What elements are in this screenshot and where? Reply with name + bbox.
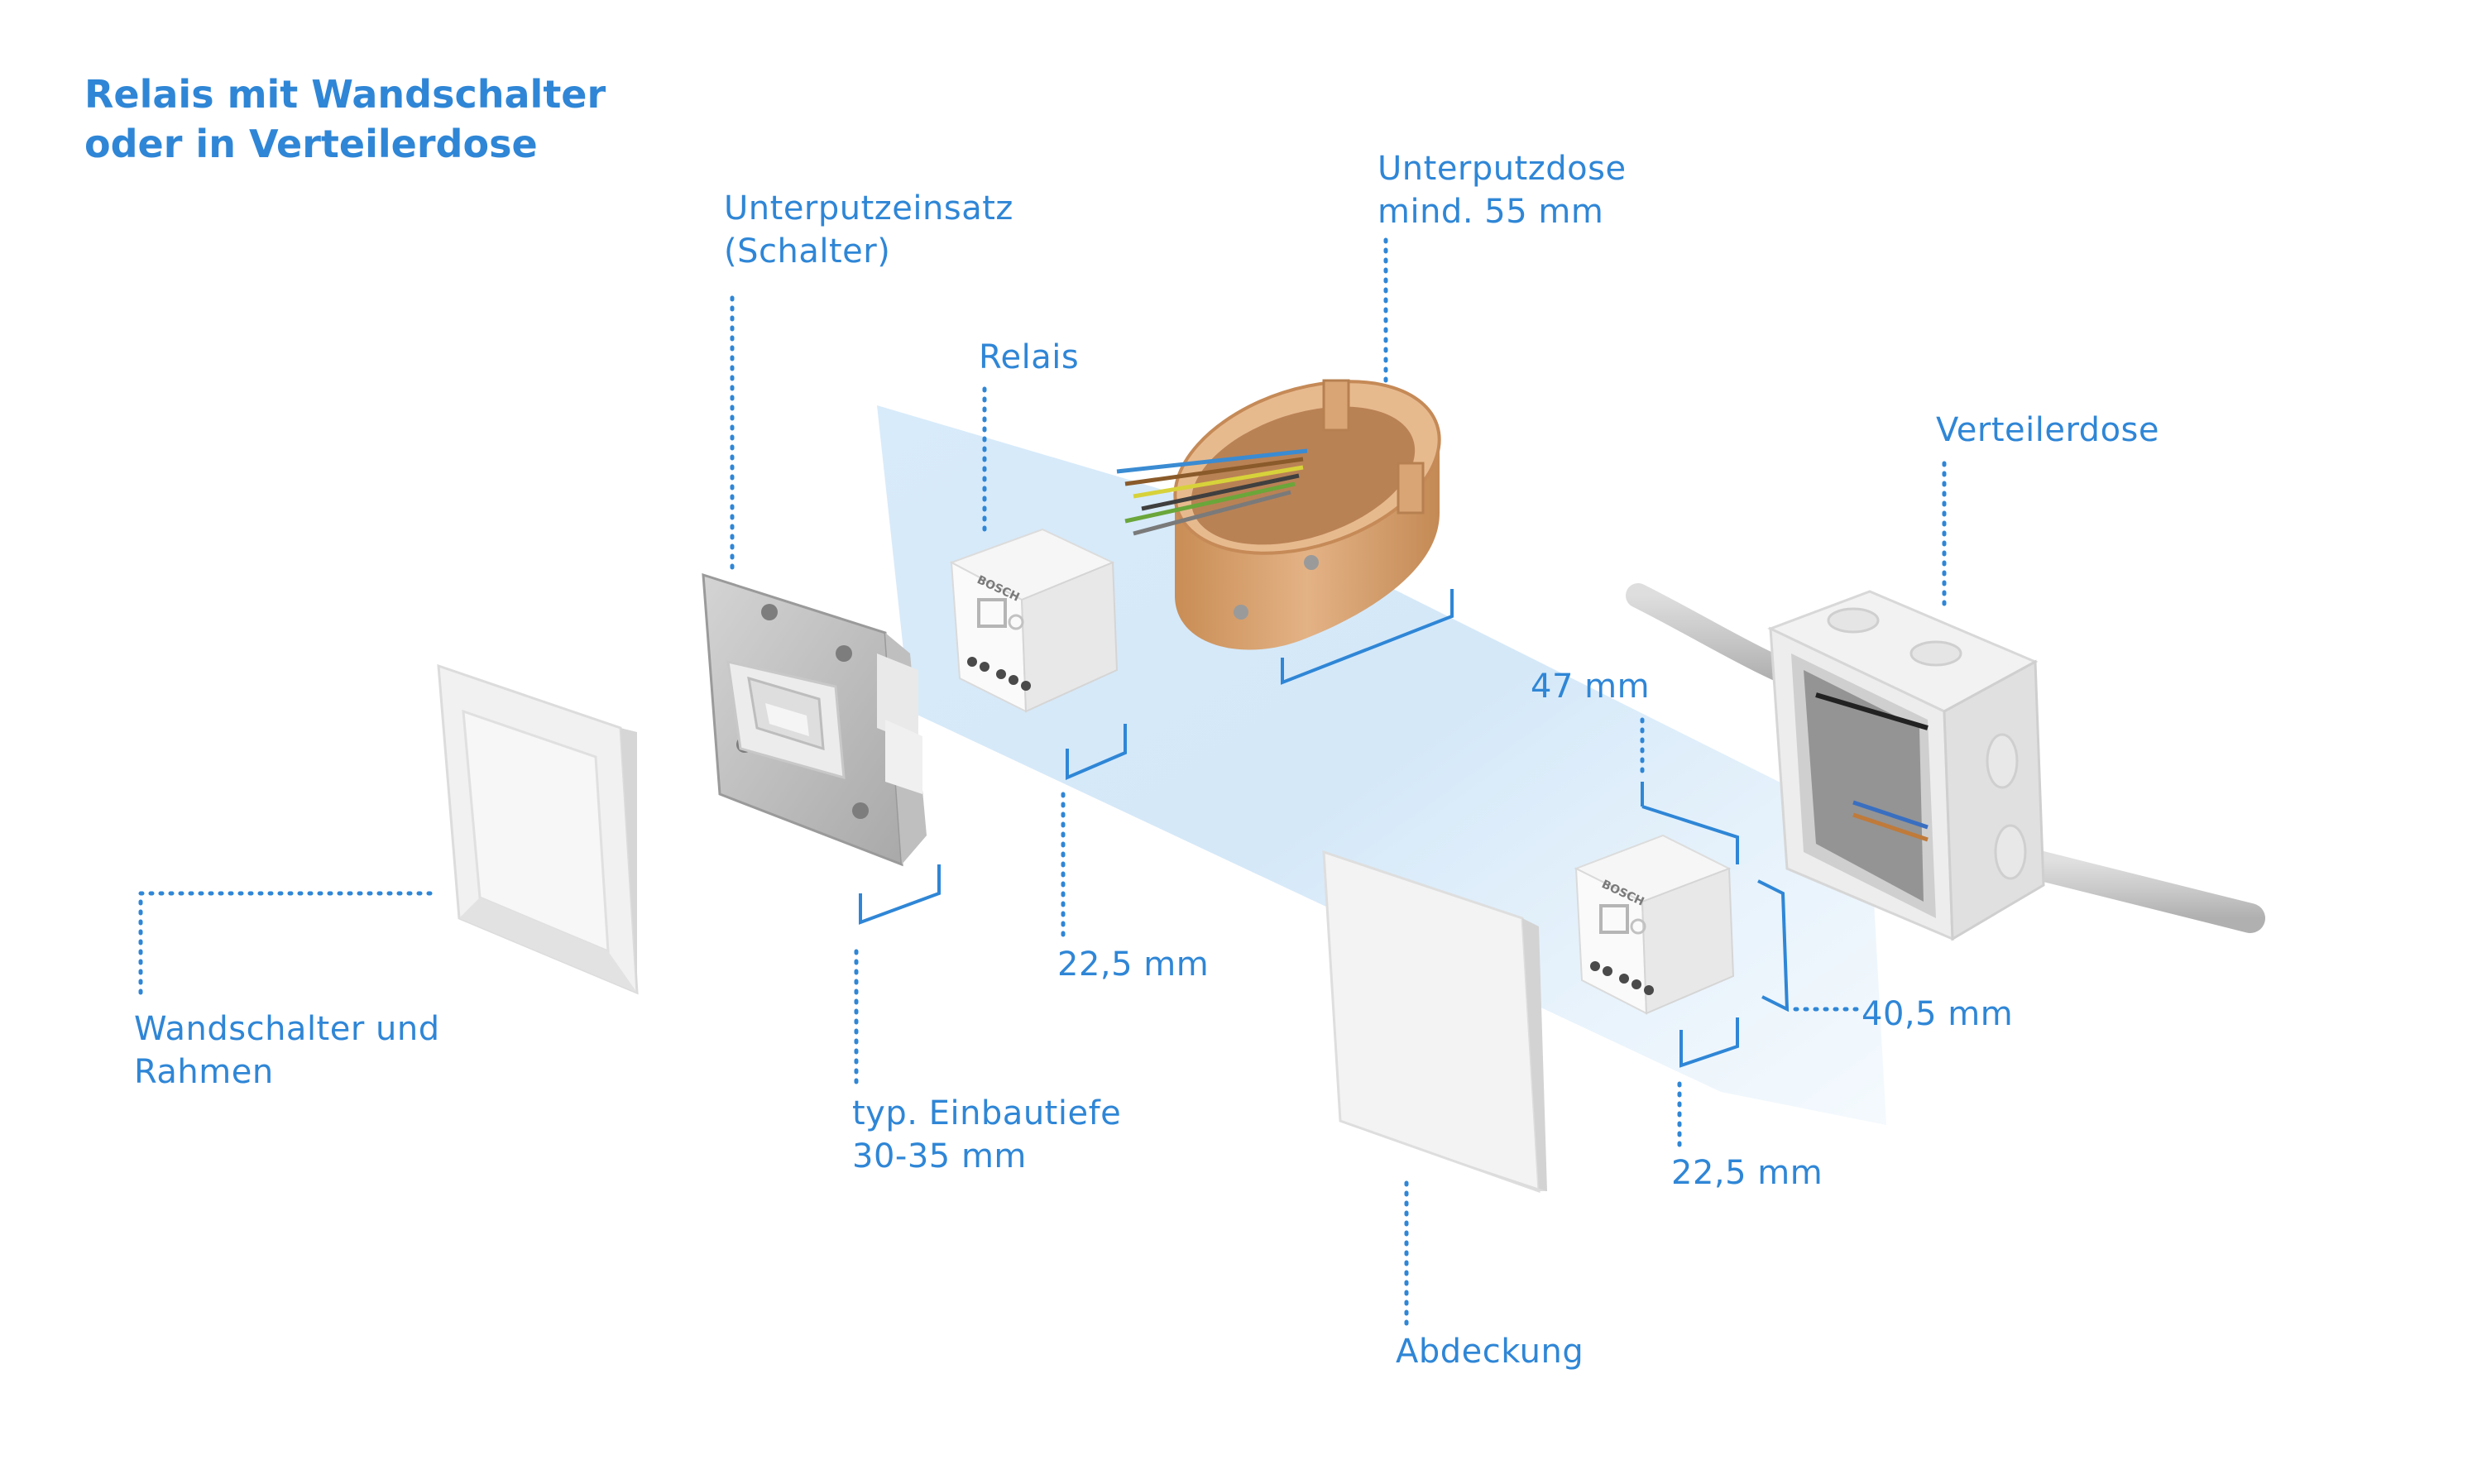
relay-module-2-graphic: BOSCH [1574, 834, 1735, 1015]
bracket-relais-depth [1066, 724, 1127, 781]
wall-switch-graphic [437, 663, 639, 995]
label-22mm-2: 22,5 mm [1671, 1154, 1823, 1192]
label-wandschalter: Wandschalter und Rahmen [134, 1010, 440, 1091]
label-relais: Relais [979, 338, 1080, 376]
label-relais-depth: 22,5 mm [1057, 945, 1210, 984]
dimension-brackets [859, 589, 1790, 1068]
cover-plate-graphic [1322, 850, 1547, 1194]
label-verteilerdose: Verteilerdose [1936, 411, 2159, 449]
label-unterputzdose: Unterputzdose mind. 55 mm [1378, 150, 1627, 231]
title-line-1: Relais mit Wandschalter [84, 72, 606, 117]
bracket-40mm [1757, 879, 1790, 1012]
label-47mm: 47 mm [1531, 668, 1651, 706]
bracket-einbautiefe [859, 864, 941, 925]
label-einbautiefe: typ. Einbautiefe 30-35 mm [852, 1094, 1122, 1175]
distribution-box-graphic [1767, 590, 2045, 941]
title-line-2: oder in Verteilerdose [84, 122, 538, 166]
bracket-22mm-2 [1679, 1017, 1739, 1068]
bracket-unterputzdose [1281, 589, 1454, 685]
flush-insert-graphic [702, 572, 927, 867]
leader-lines [138, 237, 1947, 1326]
flush-box-graphic [1116, 379, 1441, 650]
cable-right [2004, 845, 2265, 933]
leader-wandschalter [138, 891, 433, 995]
relay-module-graphic: BOSCH [949, 528, 1119, 713]
label-unterputzeinsatz: Unterputzeinsatz (Schalter) [724, 189, 1013, 270]
label-40mm: 40,5 mm [1862, 995, 2014, 1033]
bracket-47mm [1641, 805, 1739, 864]
label-abdeckung: Abdeckung [1396, 1333, 1584, 1371]
page-title: Relais mit Wandschalter oder in Verteile… [84, 69, 606, 169]
